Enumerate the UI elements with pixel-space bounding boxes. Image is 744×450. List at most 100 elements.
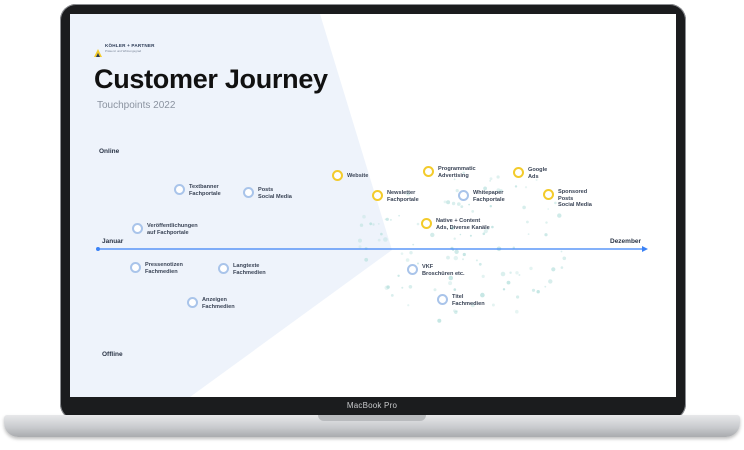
scatter-dot (560, 250, 563, 253)
touchpoint-ring (187, 297, 198, 308)
axis-label-online: Online (99, 148, 120, 155)
touchpoint-label: Veröffentlichungen auf Fachportale (147, 223, 198, 236)
touchpoint-label: Native + Content Ads, Diverse Kanäle (436, 218, 490, 231)
touchpoint-website: Website (332, 170, 368, 181)
scatter-dot (453, 255, 458, 261)
scatter-dot (358, 245, 362, 249)
scatter-dot (545, 221, 548, 224)
scatter-dot (453, 178, 456, 181)
touchpoint-posts-social-media: Posts Social Media (243, 187, 292, 200)
scatter-dot (478, 262, 482, 266)
scatter-dot (386, 285, 390, 289)
scatter-dot (358, 238, 362, 243)
scatter-dot (522, 205, 526, 210)
timeline-arrow-icon (642, 246, 648, 252)
touchpoint-ring (437, 294, 448, 305)
scatter-dot (489, 180, 491, 182)
scatter-dot (554, 201, 557, 205)
touchpoint-ring (423, 166, 434, 177)
touchpoint-label: Sponsored Posts Social Media (558, 189, 592, 209)
scatter-dot (480, 292, 485, 298)
touchpoint-whitepaper: Whitepaper Fachportale (458, 190, 505, 203)
touchpoint-vkf-broschueren: VKF Broschüren etc. (407, 264, 465, 277)
scatter-dot (448, 281, 453, 286)
scatter-dot (482, 232, 486, 236)
journey-cone-background (70, 14, 567, 397)
touchpoint-label: Newsletter Fachportale (387, 190, 419, 203)
touchpoint-label: Website (347, 173, 369, 179)
scatter-dot (457, 202, 461, 206)
scatter-dot (470, 303, 475, 308)
scatter-dot (359, 223, 364, 227)
axis-label-offline: Offline (102, 351, 123, 358)
scatter-dot (430, 232, 435, 238)
logo-name: KÖHLER + PARTNER (105, 43, 155, 48)
scatter-dot (562, 256, 567, 261)
touchpoint-label: Programmatic Advertising (438, 166, 476, 179)
scatter-dot (453, 288, 457, 291)
slide-screen: KÖHLER + PARTNER Präsenz und Wirkungsgra… (70, 14, 676, 397)
scatter-dot (437, 318, 442, 323)
scatter-dot (489, 177, 493, 181)
scatter-dot (496, 175, 500, 179)
scatter-dot (462, 258, 464, 261)
scatter-dot (481, 274, 485, 278)
scatter-dot (531, 288, 536, 292)
scatter-dot (443, 200, 447, 204)
scatter-dot (446, 200, 451, 205)
scatter-dot (557, 213, 562, 218)
device-brand-label: MacBook Pro (346, 401, 398, 410)
scatter-dot (408, 285, 413, 289)
scatter-dot (526, 220, 529, 224)
scatter-dot (536, 290, 540, 294)
timeline-axis (96, 246, 648, 252)
scatter-dot (524, 186, 528, 189)
company-logo: KÖHLER + PARTNER Präsenz und Wirkungsgra… (94, 43, 155, 57)
scatter-dot (380, 232, 383, 236)
scatter-dot (446, 255, 450, 260)
scatter-dot (450, 226, 454, 230)
scatter-dot (483, 186, 487, 191)
scatter-dot (515, 271, 519, 275)
customer-journey-diagram: Online Offline Januar Dezember Textbanne… (70, 14, 676, 397)
axis-label-end: Dezember (610, 238, 642, 245)
touchpoint-native-content-ads: Native + Content Ads, Diverse Kanäle (421, 218, 490, 231)
touchpoint-ring (543, 189, 554, 200)
scatter-dot (409, 251, 413, 255)
slide-title: Customer Journey (94, 64, 328, 94)
scatter-dot (462, 252, 466, 257)
scatter-dot (471, 210, 475, 213)
scatter-dot (462, 171, 465, 174)
scatter-dot (516, 295, 520, 299)
scatter-dot (400, 252, 404, 255)
touchpoint-titel-fachmedien: Titel Fachmedien (437, 294, 485, 307)
touchpoint-ring (132, 223, 143, 234)
touchpoint-ring (243, 187, 254, 198)
scatter-dot (385, 217, 389, 221)
scatter-dot (518, 274, 521, 276)
logo-mark-icon (94, 44, 102, 57)
laptop-base-notch (318, 415, 426, 421)
scatter-dot (527, 233, 530, 236)
scatter-dot (544, 233, 548, 237)
scatter-dot (460, 205, 464, 209)
scatter-dot (433, 288, 437, 292)
touchpoint-ring (513, 167, 524, 178)
touchpoint-ring (421, 218, 432, 229)
scatter-dot (548, 279, 553, 284)
scatter-dot (459, 233, 462, 236)
scatter-dot (496, 188, 501, 193)
touchpoint-sponsored-posts: Sponsored Posts Social Media (543, 189, 592, 209)
touchpoint-programmatic-advertising: Programmatic Advertising (423, 166, 476, 179)
scatter-dot (506, 280, 511, 285)
axis-label-start: Januar (102, 238, 124, 245)
scatter-dot (383, 237, 388, 242)
scatter-dot (398, 214, 400, 217)
touchpoint-ring (174, 184, 185, 195)
scatter-dot (454, 249, 459, 254)
scatter-dot (389, 218, 392, 221)
touchpoint-newsletter: Newsletter Fachportale (372, 190, 419, 203)
logo-tagline: Präsenz und Wirkungsgrad (105, 48, 142, 53)
scatter-dot (500, 271, 506, 277)
scatter-dot (475, 259, 478, 262)
